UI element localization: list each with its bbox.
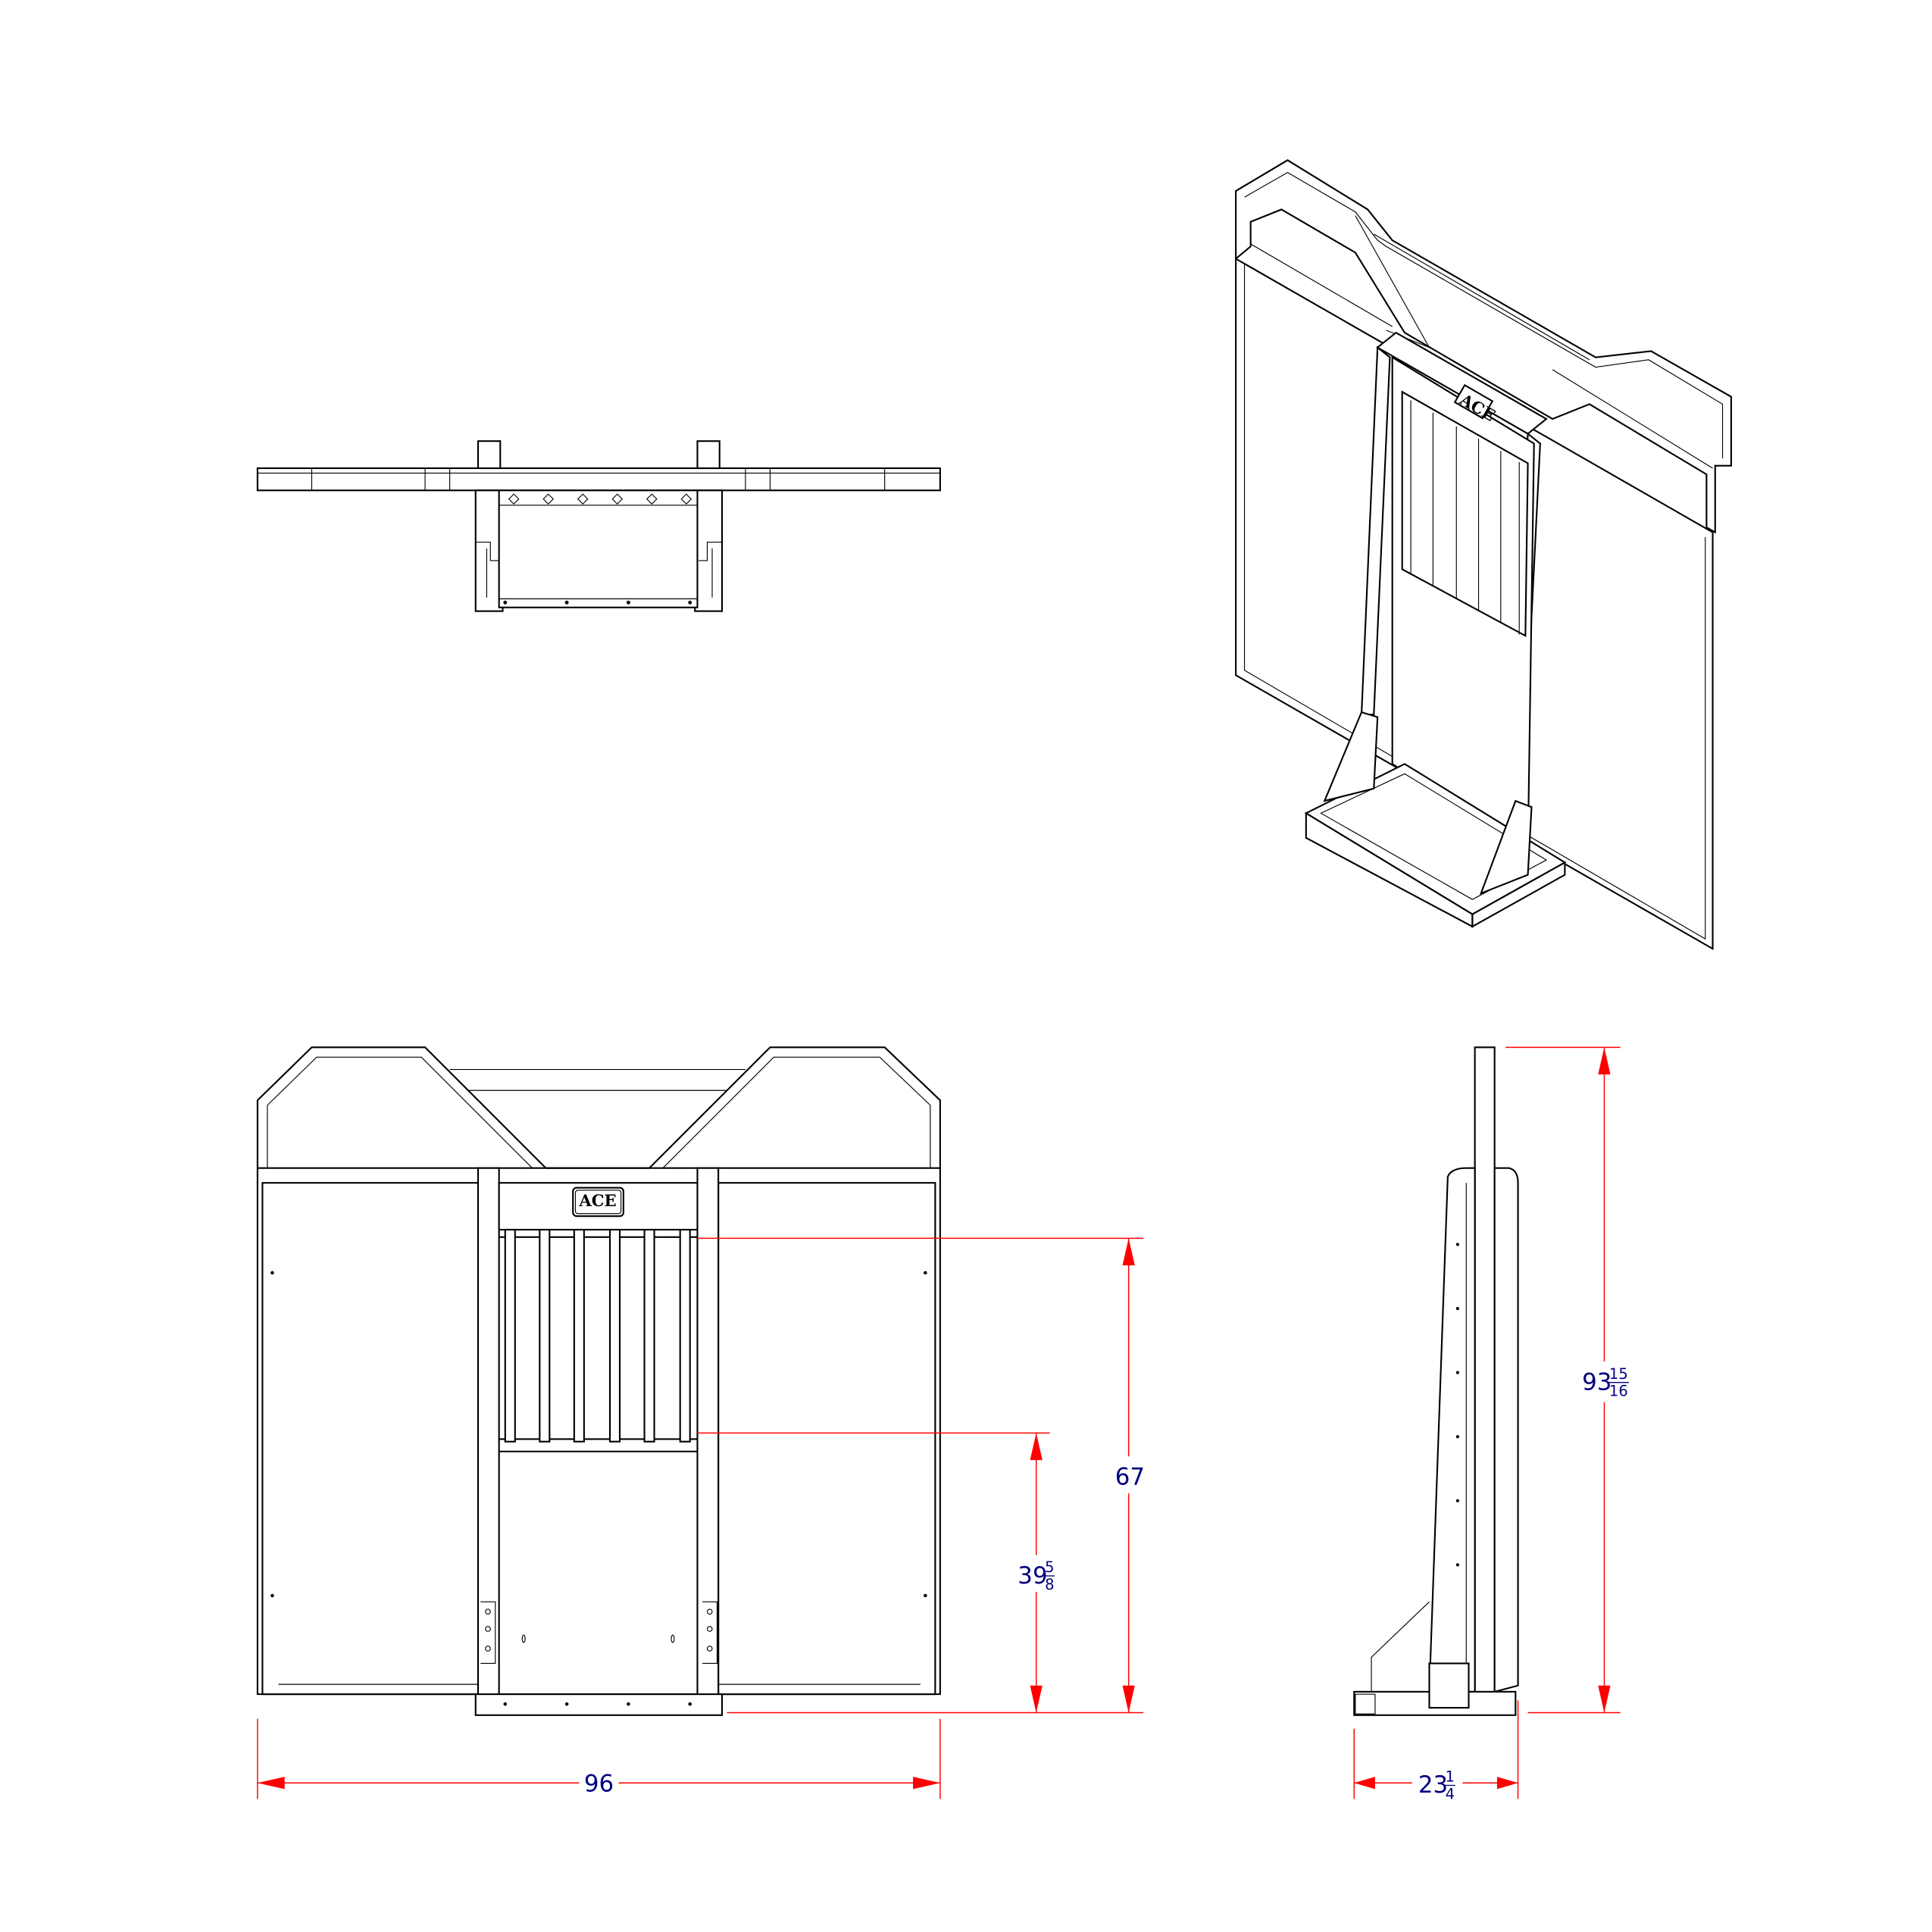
ace-logo: ACE [572, 1186, 624, 1218]
svg-text:4: 4 [1446, 1785, 1455, 1802]
svg-text:39: 39 [1018, 1562, 1047, 1590]
dimensions: 67 39 5 8 96 93 15 16 23 1 4 [257, 1046, 1629, 1802]
front-view: ACE [256, 1046, 941, 1716]
dim-67: 67 [1115, 1464, 1145, 1491]
top-view [256, 440, 941, 612]
svg-text:5: 5 [1045, 1558, 1054, 1576]
dim-39-5-8: 39 5 8 [1018, 1558, 1055, 1593]
dim-96: 96 [584, 1771, 614, 1798]
svg-text:1: 1 [1446, 1768, 1455, 1786]
left-panel [261, 1182, 480, 1696]
svg-text:93: 93 [1582, 1368, 1612, 1396]
svg-text:16: 16 [1609, 1383, 1628, 1400]
dim-93-15-16: 93 15 16 [1582, 1365, 1629, 1400]
ace-logo-text: ACE [578, 1191, 616, 1210]
side-post [1474, 1046, 1496, 1696]
top-view-bars [508, 493, 692, 505]
dim-23-1-4: 23 1 4 [1418, 1768, 1455, 1802]
feed-bars [504, 1228, 691, 1443]
base [474, 1693, 724, 1716]
svg-text:8: 8 [1045, 1576, 1054, 1593]
svg-text:15: 15 [1609, 1365, 1628, 1383]
side-view [1353, 1046, 1519, 1716]
svg-text:23: 23 [1418, 1771, 1448, 1799]
isometric-view: ACE [1235, 159, 1732, 951]
right-panel [717, 1182, 936, 1696]
left-post [477, 1167, 500, 1699]
